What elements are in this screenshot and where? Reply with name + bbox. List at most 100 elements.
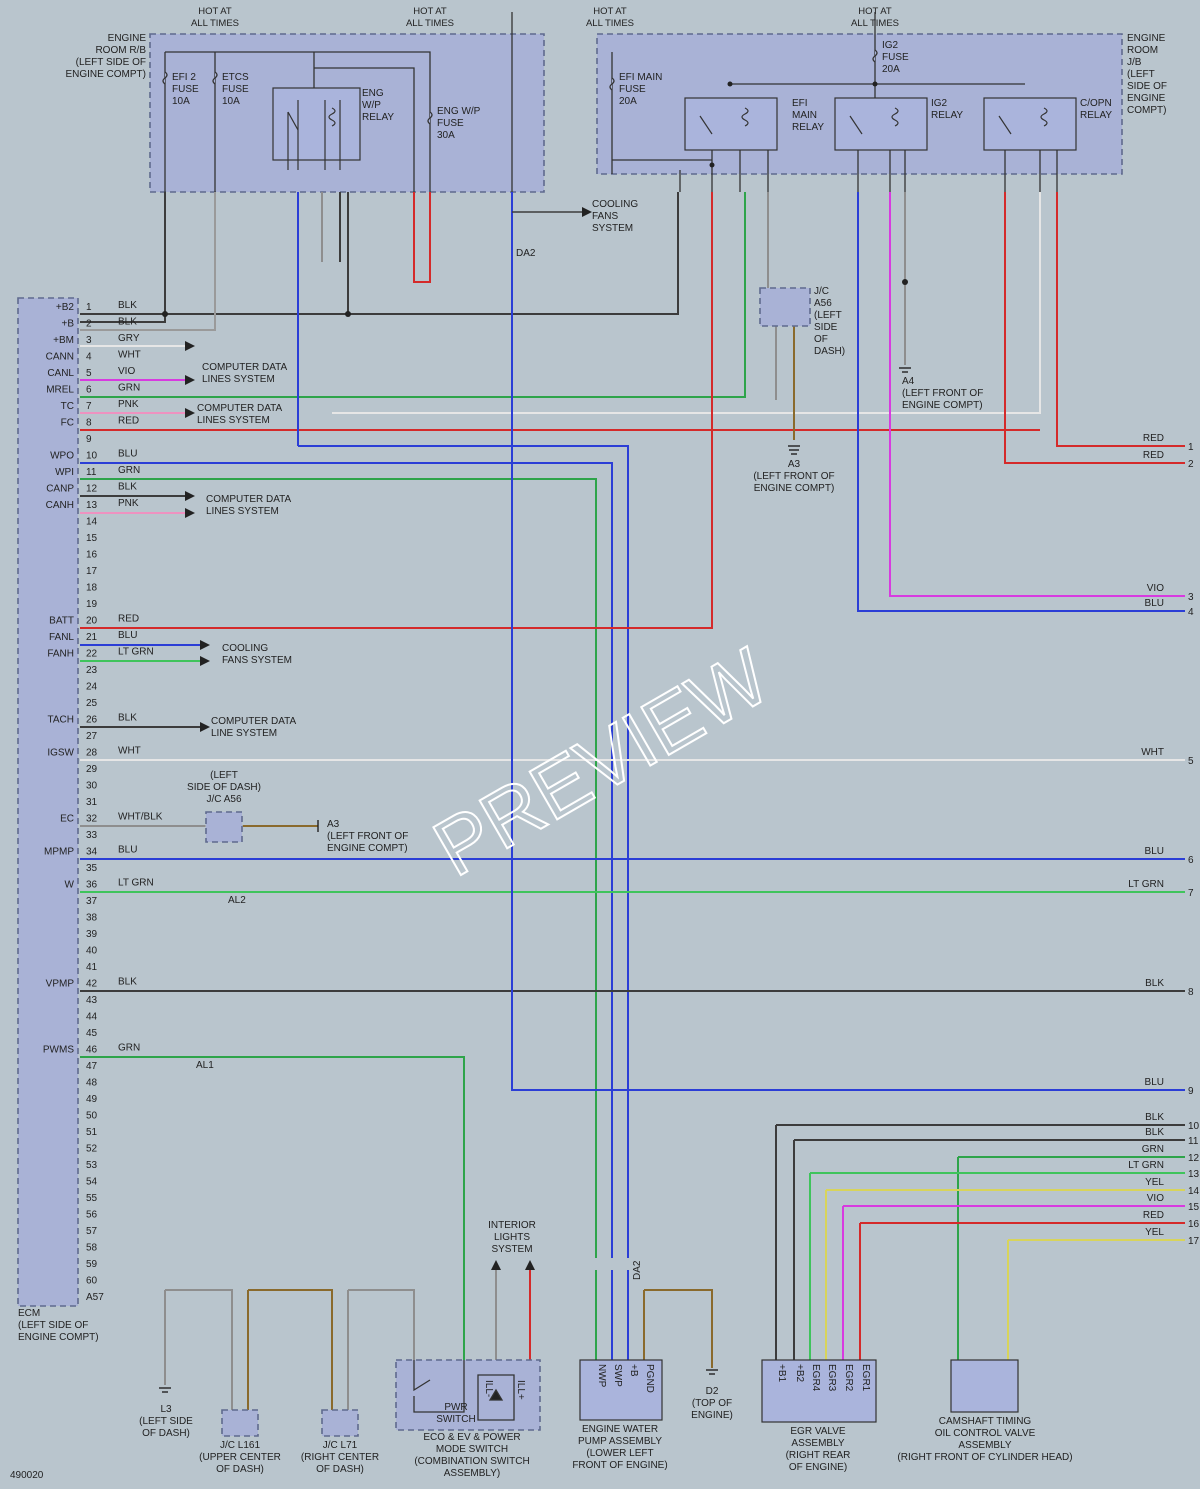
- svg-text:(LEFT FRONT OF: (LEFT FRONT OF: [327, 831, 408, 842]
- svg-text:LINE SYSTEM: LINE SYSTEM: [211, 728, 277, 739]
- ecm-pin-name: +BM: [53, 335, 74, 346]
- egr-valve: [761, 1359, 877, 1423]
- right-wire-number: 10: [1188, 1121, 1200, 1132]
- right-wire-color: RED: [1143, 1210, 1164, 1221]
- svg-text:LINES SYSTEM: LINES SYSTEM: [202, 374, 275, 385]
- svg-text:10A: 10A: [172, 96, 190, 107]
- svg-text:ECM: ECM: [18, 1308, 40, 1319]
- svg-text:A4: A4: [902, 376, 915, 387]
- efi-main-relay: [684, 97, 778, 151]
- ecm-pin-number: 30: [86, 781, 98, 792]
- ecm-pin-number: 4: [86, 352, 92, 363]
- ecm-pin-name: CANP: [46, 484, 74, 495]
- right-wire-number: 2: [1188, 459, 1194, 470]
- svg-text:30A: 30A: [437, 130, 455, 141]
- preview-watermark: PREVIEW: [419, 631, 783, 893]
- svg-text:LINES SYSTEM: LINES SYSTEM: [197, 415, 270, 426]
- svg-text:FANS: FANS: [592, 211, 618, 222]
- egr-pin: +B2: [794, 1364, 805, 1383]
- svg-text:(RIGHT REAR: (RIGHT REAR: [786, 1450, 851, 1461]
- ecm-wire-color: BLU: [118, 630, 137, 641]
- ecm-pin-name: BATT: [49, 616, 74, 627]
- ecm-wire-color: GRN: [118, 465, 140, 476]
- svg-text:ALL TIMES: ALL TIMES: [406, 18, 454, 29]
- ecm-pin-number: 53: [86, 1160, 98, 1171]
- ecm-connector-a57: A57: [86, 1292, 104, 1303]
- ground-symbols: [159, 367, 911, 1393]
- right-wire-number: 14: [1188, 1186, 1200, 1197]
- ecm-pin-number: 12: [86, 484, 98, 495]
- right-wire-color: BLU: [1145, 846, 1164, 857]
- right-wire-color: YEL: [1145, 1227, 1164, 1238]
- right-wire-color: VIO: [1147, 1193, 1164, 1204]
- svg-text:FUSE: FUSE: [437, 118, 464, 129]
- ecm-pin-name: FANH: [47, 649, 74, 660]
- ecm-wire-color: BLK: [118, 713, 137, 724]
- ecm-pin-number: 6: [86, 385, 92, 396]
- ig2-relay: [834, 97, 928, 151]
- ecm-pin-name: CANN: [46, 352, 74, 363]
- svg-text:LINES SYSTEM: LINES SYSTEM: [206, 506, 279, 517]
- svg-text:ASSEMBLY: ASSEMBLY: [791, 1438, 844, 1449]
- ecm-wire-color: LT GRN: [118, 878, 154, 889]
- ecm-pin-number: 27: [86, 731, 98, 742]
- svg-text:ENGINE COMPT): ENGINE COMPT): [902, 400, 983, 411]
- ecm-pin-name: MPMP: [44, 847, 74, 858]
- ecm-pin-name: +B: [61, 319, 74, 330]
- right-wire-color: BLU: [1145, 598, 1164, 609]
- svg-text:EFI MAIN: EFI MAIN: [619, 72, 662, 83]
- ecm-pin-number: 38: [86, 913, 98, 924]
- jc-a56-left: [205, 811, 243, 843]
- ecm-pin-number: 39: [86, 929, 98, 940]
- svg-text:J/C L161: J/C L161: [220, 1440, 260, 1451]
- svg-text:ALL TIMES: ALL TIMES: [586, 18, 634, 29]
- svg-text:10A: 10A: [222, 96, 240, 107]
- svg-text:ALL TIMES: ALL TIMES: [191, 18, 239, 29]
- svg-text:OIL CONTROL VALVE: OIL CONTROL VALVE: [935, 1428, 1036, 1439]
- connector-al2: AL2: [228, 895, 246, 906]
- right-wire-number: 9: [1188, 1086, 1194, 1097]
- right-wire-number: 6: [1188, 855, 1194, 866]
- svg-text:(UPPER CENTER: (UPPER CENTER: [199, 1452, 281, 1463]
- svg-text:EGR VALVE: EGR VALVE: [790, 1426, 846, 1437]
- ecm-wire-color: RED: [118, 614, 139, 625]
- camshaft-ocv: [950, 1359, 1019, 1413]
- right-wire-number: 15: [1188, 1202, 1200, 1213]
- ecm-pin-number: 18: [86, 583, 98, 594]
- ecm-pin-number: 20: [86, 616, 98, 627]
- ecm-pin-number: 3: [86, 335, 92, 346]
- svg-text:(LEFT SIDE OF: (LEFT SIDE OF: [18, 1320, 88, 1331]
- water-pump-pin: +B: [628, 1364, 639, 1377]
- svg-text:FUSE: FUSE: [172, 84, 199, 95]
- svg-text:(LOWER LEFT: (LOWER LEFT: [586, 1448, 653, 1459]
- ecm-pin-number: 51: [86, 1127, 98, 1138]
- svg-text:FANS SYSTEM: FANS SYSTEM: [222, 655, 292, 666]
- right-wire-number: 7: [1188, 888, 1194, 899]
- ecm-wire-color: WHT: [118, 350, 141, 361]
- svg-text:ENGINE COMPT): ENGINE COMPT): [327, 843, 408, 854]
- connector-da2-bottom: DA2: [632, 1260, 643, 1280]
- svg-text:DASH): DASH): [814, 346, 845, 357]
- water-pump-pin: PGND: [644, 1364, 655, 1393]
- right-wire-color: YEL: [1145, 1177, 1164, 1188]
- svg-text:J/B: J/B: [1127, 57, 1142, 68]
- svg-text:HOT AT: HOT AT: [593, 6, 627, 17]
- ecm-pin-number: 31: [86, 797, 98, 808]
- svg-text:HOT AT: HOT AT: [858, 6, 892, 17]
- right-wire-color: LT GRN: [1128, 879, 1164, 890]
- jc-l161-box: [221, 1409, 259, 1437]
- svg-text:FUSE: FUSE: [619, 84, 646, 95]
- svg-text:SIDE OF: SIDE OF: [1127, 81, 1167, 92]
- eng-wp-relay-internals: [287, 100, 341, 170]
